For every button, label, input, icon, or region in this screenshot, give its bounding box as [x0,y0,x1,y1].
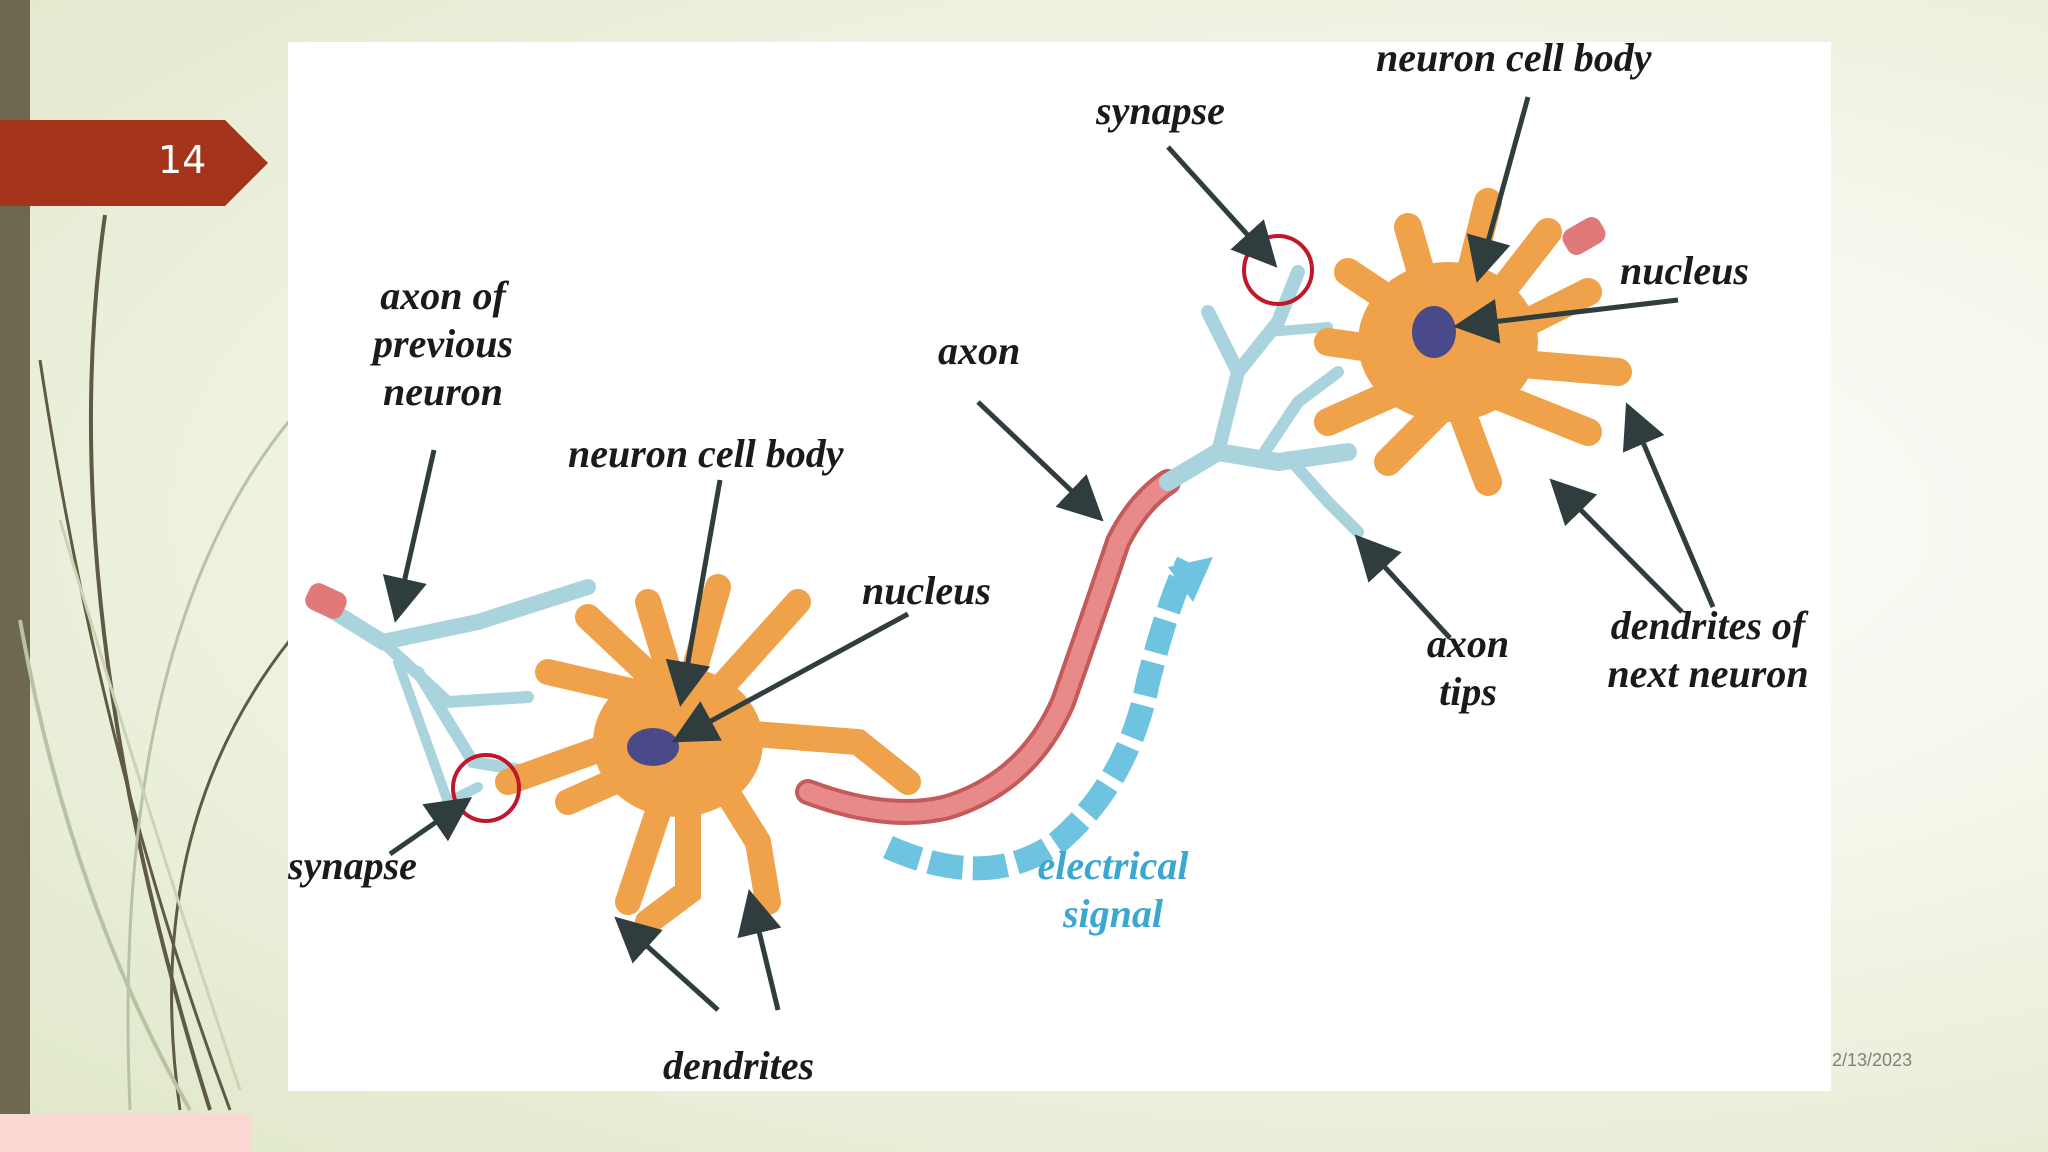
pointer-arrows [382,96,1716,1012]
label-synapse-right: synapse [1096,88,1225,133]
label-cell-body-left: neuron cell body [568,431,844,476]
right-neuron-body [1314,188,1632,496]
label-nucleus-left: nucleus [862,568,991,613]
slide-date: 2/13/2023 [1832,1050,1913,1070]
synapse-circle-right [1242,234,1314,306]
label-cell-body-right: neuron cell body [1376,35,1652,80]
label-axon-previous-neuron: axon of previous neuron [373,273,513,414]
neuron-diagram: axon of previous neuron neuron cell body… [288,35,1831,1091]
label-axon-tips: axon tips [1426,621,1510,714]
axon-myelin [795,469,1181,825]
axon-tips [1159,265,1364,538]
slide-number: 14 [158,138,207,182]
left-neuron-body [495,574,921,935]
label-dendrites-next-neuron: dendrites of next neuron [1607,603,1809,696]
label-axon: axon [938,328,1021,373]
slide-number-badge [0,120,268,206]
synapse-circle-left [451,753,521,823]
decorative-swooshes [18,214,292,1111]
footer-box [0,1114,252,1152]
label-electrical-signal: electrical signal [1037,843,1189,936]
label-nucleus-right: nucleus [1620,248,1749,293]
electrical-signal-arrow [883,556,1213,881]
label-synapse-left: synapse [288,843,417,888]
label-dendrites: dendrites [663,1043,815,1088]
